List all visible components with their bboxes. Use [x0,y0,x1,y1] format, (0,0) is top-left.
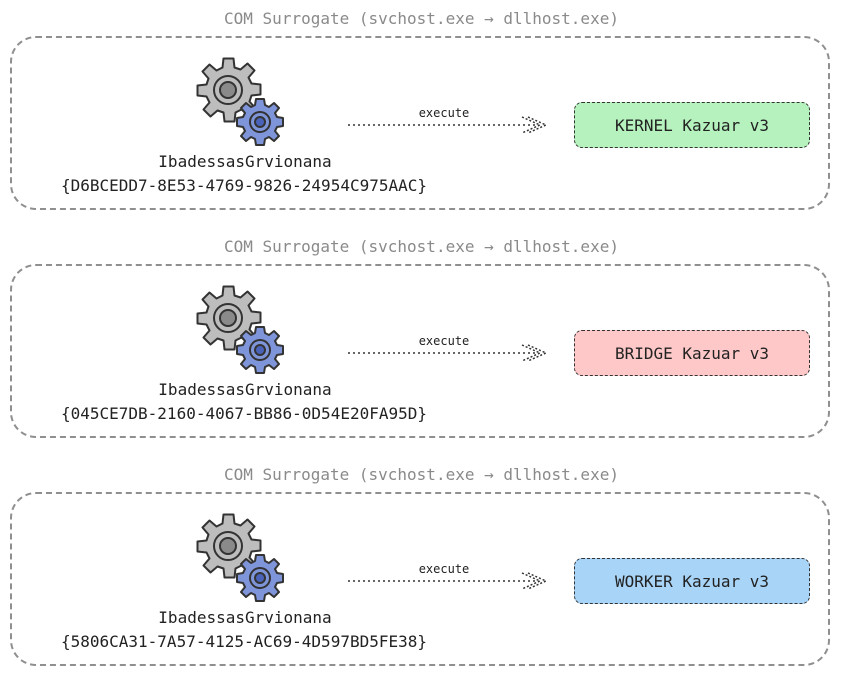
execute-arrow [348,572,548,590]
module-box-bridge: BRIDGE Kazuar v3 [574,330,810,376]
gears-icon [196,285,284,374]
execute-label: execute [418,562,470,576]
surrogate-frame [10,264,830,438]
process-name: IbadessasGrvionana [158,380,332,399]
panel-title: COM Surrogate (svchost.exe → dllhost.exe… [224,465,619,484]
com-surrogate-panel-worker: COM Surrogate (svchost.exe → dllhost.exe… [0,456,843,684]
com-surrogate-panel-kernel: COM Surrogate (svchost.exe → dllhost.exe… [0,0,843,228]
process-name: IbadessasGrvionana [158,152,332,171]
process-name: IbadessasGrvionana [158,608,332,627]
com-surrogate-panel-bridge: COM Surrogate (svchost.exe → dllhost.exe… [0,228,843,456]
module-box-kernel: KERNEL Kazuar v3 [574,102,810,148]
module-box-worker: WORKER Kazuar v3 [574,558,810,604]
gears-icon [196,57,284,146]
process-clsid: {5806CA31-7A57-4125-AC69-4D597BD5FE38} [60,632,428,651]
panel-title: COM Surrogate (svchost.exe → dllhost.exe… [224,237,619,256]
process-clsid: {045CE7DB-2160-4067-BB86-0D54E20FA95D} [60,404,428,423]
execute-label: execute [418,334,470,348]
execute-label: execute [418,106,470,120]
surrogate-frame [10,36,830,210]
execute-arrow [348,344,548,362]
surrogate-frame [10,492,830,666]
panel-title: COM Surrogate (svchost.exe → dllhost.exe… [224,9,619,28]
process-clsid: {D6BCEDD7-8E53-4769-9826-24954C975AAC} [60,176,428,195]
execute-arrow [348,116,548,134]
gears-icon [196,513,284,602]
